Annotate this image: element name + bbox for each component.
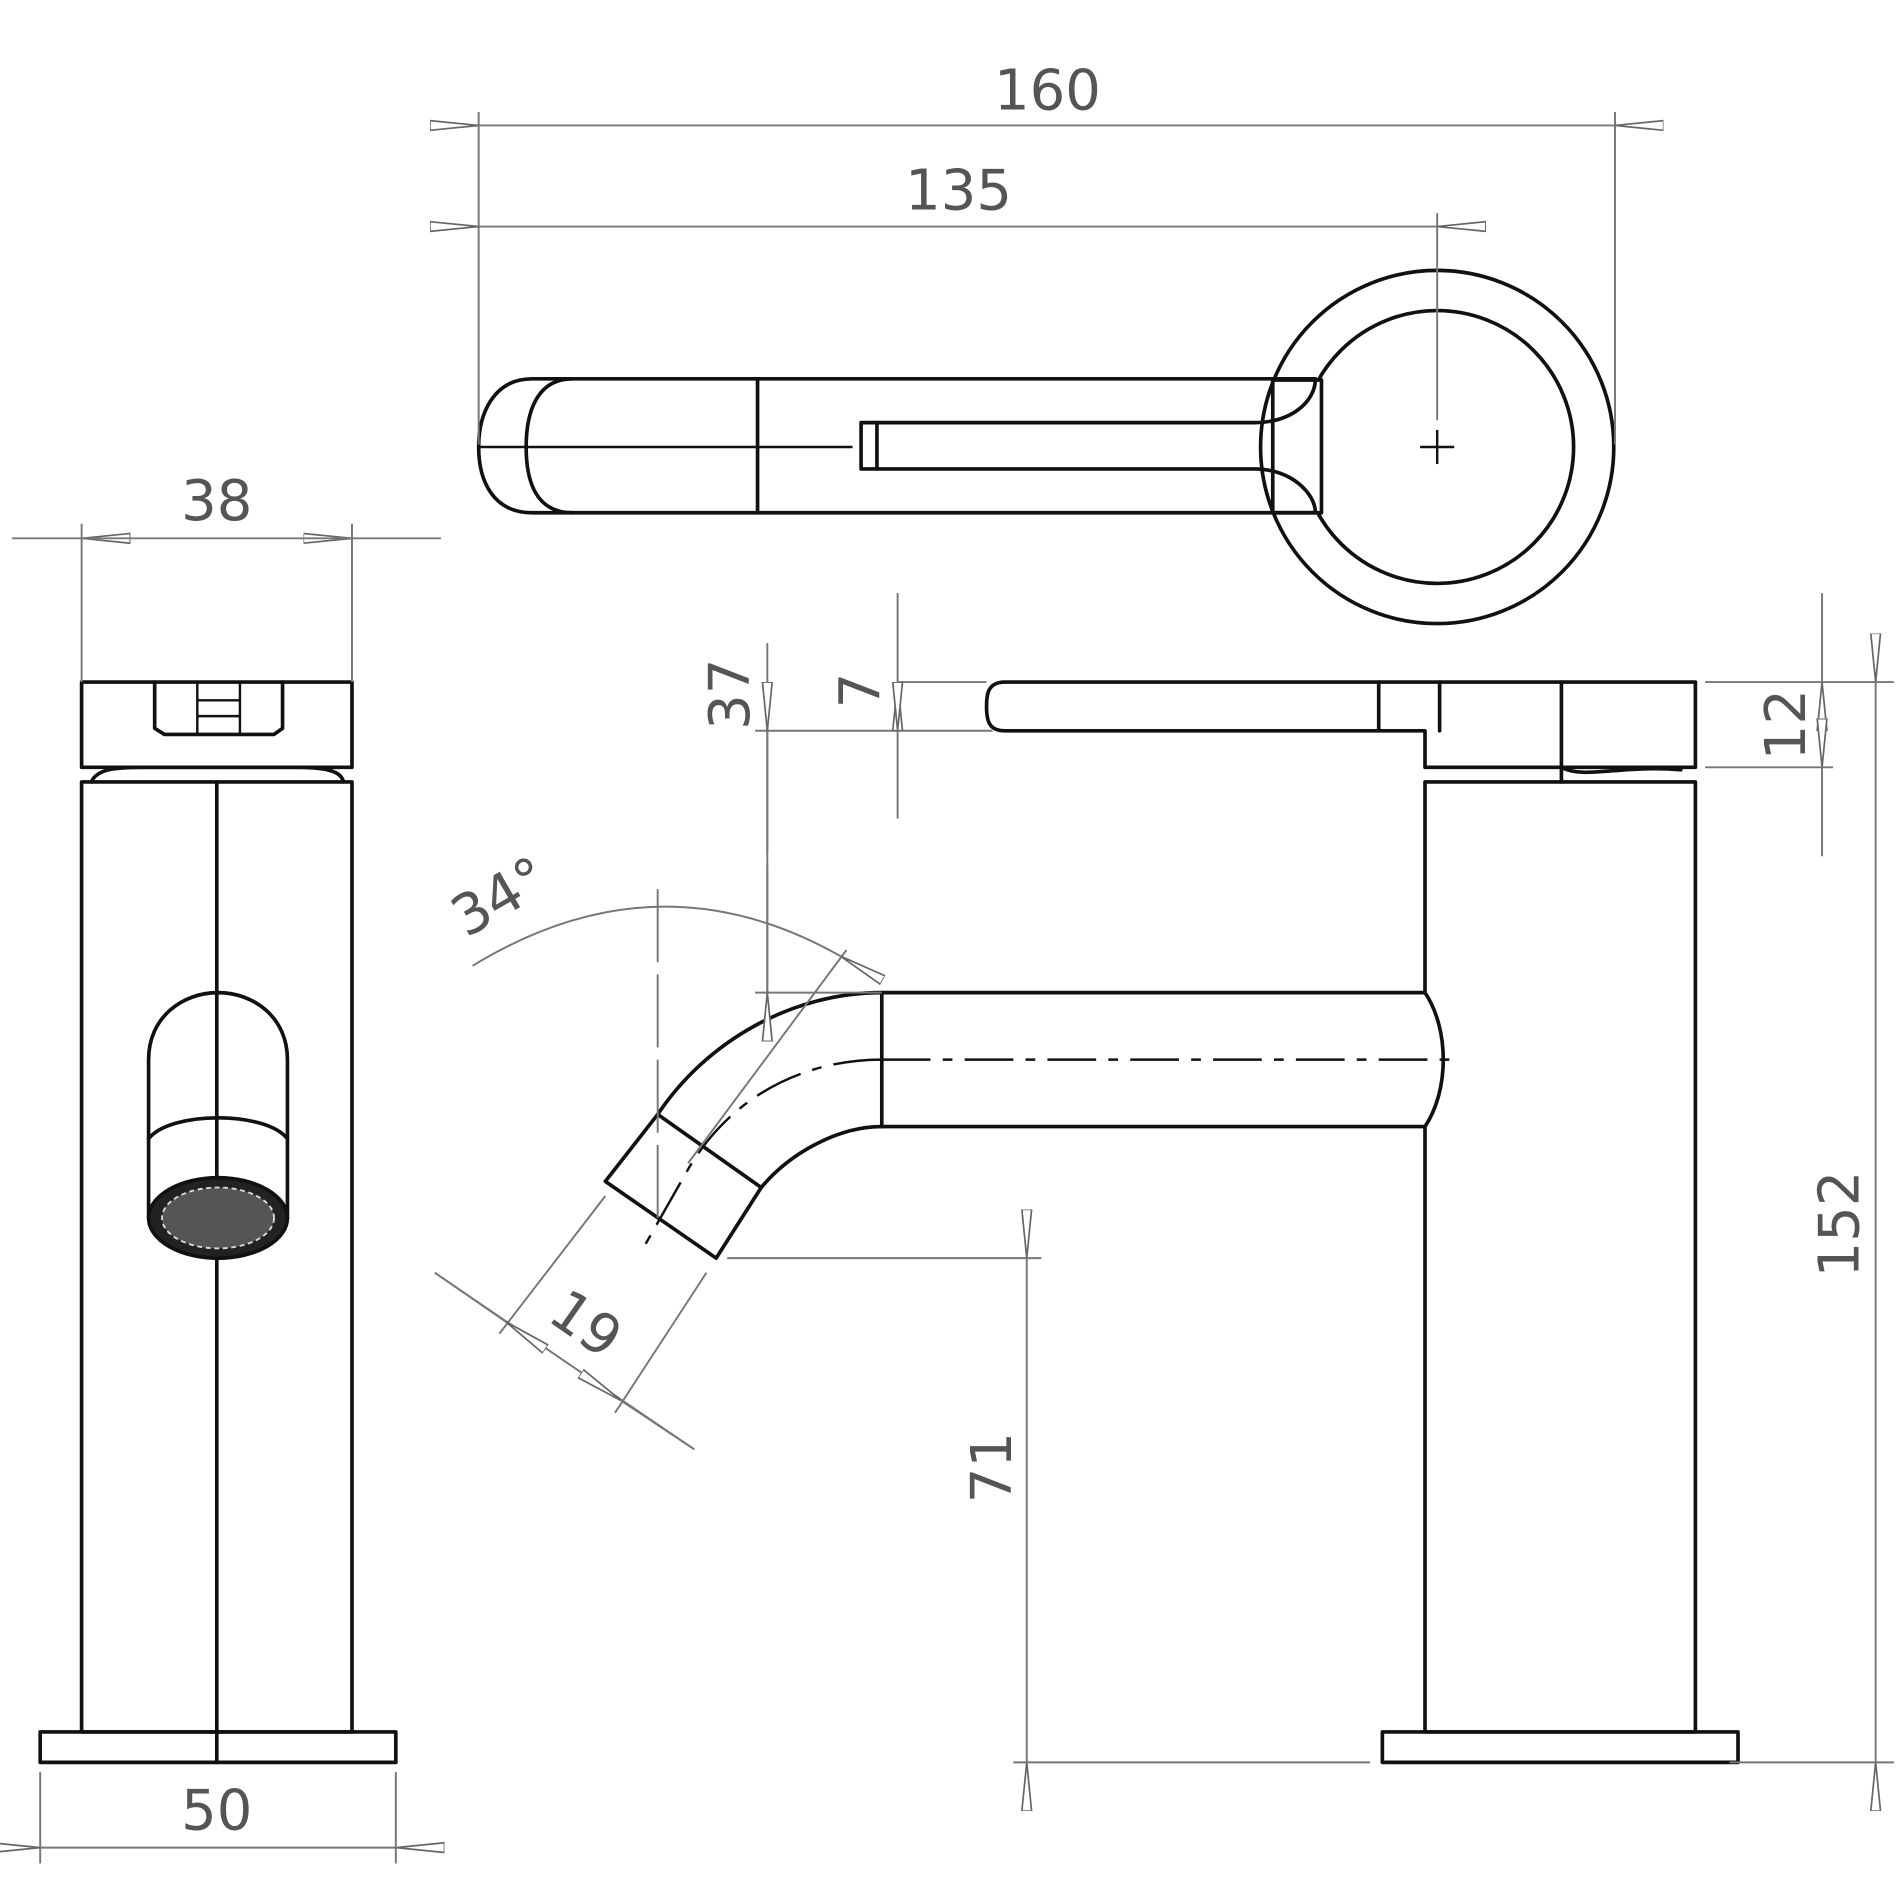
front-view: 34° 19 37 7 12 152 71 <box>434 593 1894 1765</box>
dim-label-71: 71 <box>960 1432 1025 1503</box>
spout-end <box>146 990 290 1220</box>
dim-label-7: 7 <box>828 673 893 709</box>
spout <box>603 990 1445 1260</box>
dim-label-50: 50 <box>181 1778 252 1843</box>
front-body <box>1423 780 1698 1734</box>
lever-slot <box>859 376 1318 515</box>
dim-label-37: 37 <box>698 659 763 730</box>
dim-label-152: 152 <box>1808 1171 1873 1278</box>
lever-side <box>984 680 1698 770</box>
front-base <box>1380 1730 1740 1765</box>
side-cap-notch <box>152 680 285 737</box>
dim-label-12: 12 <box>1754 689 1819 760</box>
dim-label-135: 135 <box>905 158 1012 223</box>
dim-label-38: 38 <box>181 469 252 534</box>
side-cap <box>79 680 354 770</box>
dim-label-19: 19 <box>538 1278 634 1372</box>
dim-label-160: 160 <box>994 59 1101 124</box>
top-view: 160 135 <box>479 59 1615 626</box>
dim-label-34-deg: 34° <box>441 844 559 950</box>
side-view: 38 50 <box>12 469 441 1864</box>
